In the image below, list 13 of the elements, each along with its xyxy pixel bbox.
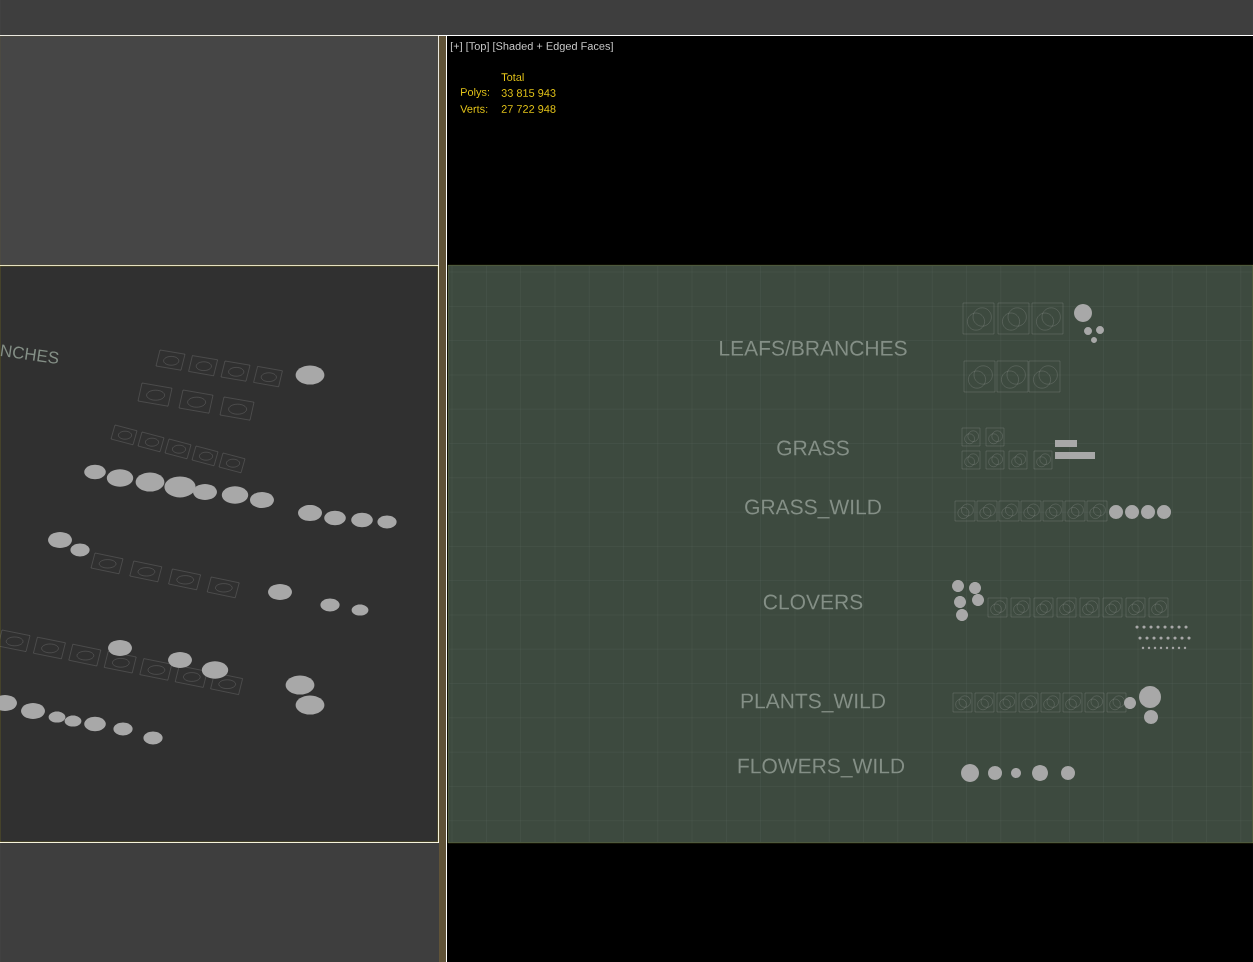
statistic-heading: Total — [501, 72, 524, 82]
group-label: FLOWERS_WILD — [738, 758, 905, 778]
statistic-value: 27 722 948 — [501, 105, 556, 113]
group-label: LEAFS/BRANCHES — [720, 340, 907, 356]
viewport-label: [+] [Top] [Shaded + Edged Faces] — [450, 41, 613, 53]
statistic-label: Verts: — [460, 105, 488, 113]
statistic-label: Polys: — [461, 87, 489, 99]
group-label: PLANTS_WILD — [741, 693, 885, 713]
group-label: GRASS — [777, 440, 849, 456]
statistic-value: 33 815 943 — [501, 89, 556, 97]
group-label: NCHES — [0, 344, 59, 364]
group-label: CLOVERS — [763, 594, 863, 610]
group-label: GRASS_WILD — [745, 499, 881, 519]
